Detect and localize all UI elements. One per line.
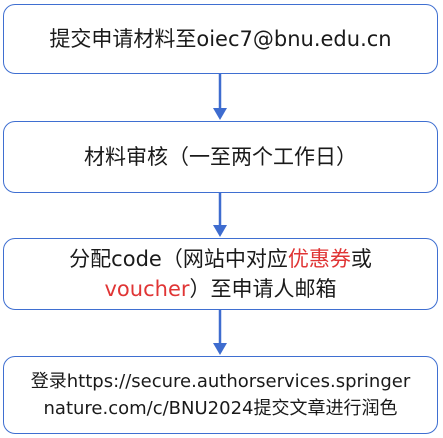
- step-3-line-2: voucher）至申请人邮箱: [105, 274, 337, 304]
- step-3-text-end: ）至申请人邮箱: [189, 277, 337, 301]
- coupon-highlight: 优惠券: [287, 246, 351, 271]
- step-3-line-1: 分配code（网站中对应优惠券或: [69, 244, 372, 274]
- voucher-highlight: voucher: [104, 277, 190, 301]
- step-3-box: 分配code（网站中对应优惠券或 voucher）至申请人邮箱: [3, 238, 438, 310]
- step-3-text-pre: 分配code（网站中对应: [69, 246, 288, 271]
- arrow-down-icon: [213, 193, 227, 237]
- step-2-text: 材料审核（一至两个工作日）: [84, 144, 357, 169]
- arrow-down-icon: [213, 74, 227, 120]
- step-3-text-post: 或: [350, 246, 372, 271]
- step-1-box: 提交申请材料至oiec7@bnu.edu.cn: [3, 4, 438, 74]
- step-1-text: 提交申请材料至oiec7@bnu.edu.cn: [49, 26, 392, 51]
- step-4-box: 登录https://secure.authorservices.springer…: [3, 356, 438, 434]
- arrow-down-icon: [213, 310, 227, 355]
- step-2-box: 材料审核（一至两个工作日）: [3, 121, 438, 193]
- step-4-line-1: 登录https://secure.authorservices.springer: [30, 371, 411, 392]
- step-4-line-2: nature.com/c/BNU2024提交文章进行润色: [43, 398, 398, 419]
